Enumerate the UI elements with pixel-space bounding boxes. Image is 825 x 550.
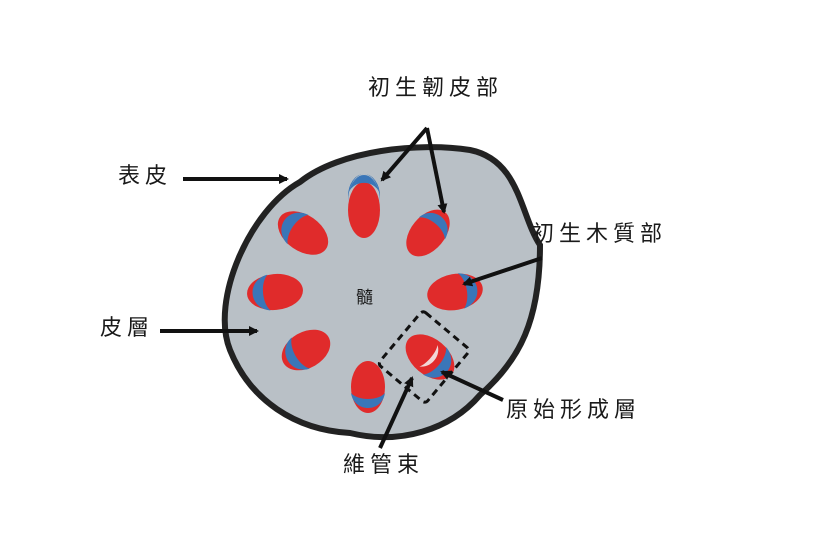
vascular-bundle-left: [247, 273, 303, 311]
arrow-phloem-right: [425, 127, 448, 214]
label-epidermis: 表皮: [118, 164, 173, 189]
label-pith: 髓: [356, 288, 373, 308]
arrow-cambium: [440, 370, 504, 402]
label-vascular-bundle: 維管束: [343, 453, 425, 478]
vascular-bundle-upper-right: [406, 209, 450, 257]
vascular-bundle-highlight-box: [377, 310, 471, 404]
arrow-bundle: [378, 376, 414, 449]
arrow-xylem: [462, 256, 543, 287]
vascular-bundle-bottom: [351, 361, 385, 413]
label-cortex: 皮層: [100, 316, 155, 341]
vascular-bundle-lower-right: [405, 334, 455, 380]
vascular-bundle-upper-left: [277, 211, 329, 255]
vascular-bundle-top: [348, 174, 380, 238]
vascular-bundle-lower-left: [281, 329, 331, 371]
label-procambium: 原始形成層: [506, 398, 642, 423]
arrow-phloem-left: [380, 126, 429, 182]
label-primary-xylem: 初生木質部: [532, 222, 668, 247]
label-primary-phloem: 初生韌皮部: [368, 76, 504, 101]
